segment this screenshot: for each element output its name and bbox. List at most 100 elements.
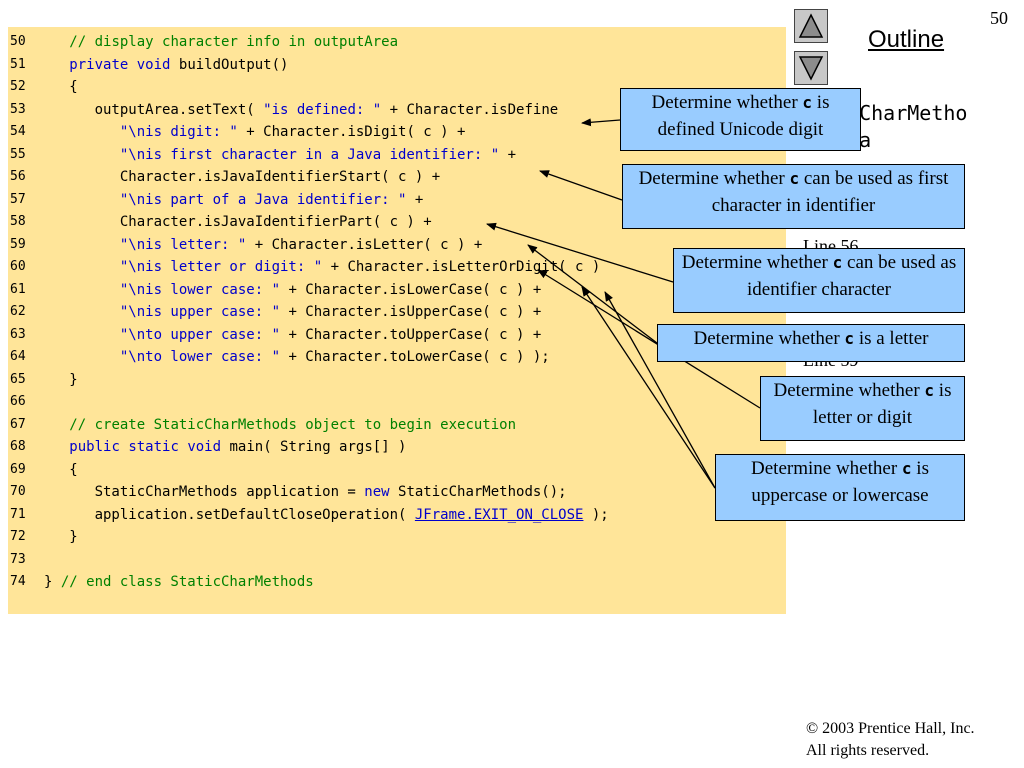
code-token: JFrame.EXIT_ON_CLOSE <box>414 506 584 523</box>
code-text: // create StaticCharMethods object to be… <box>44 414 516 436</box>
code-token: + Character.toLowerCase( c ) ); <box>280 349 550 365</box>
line-number: 55 <box>10 146 26 162</box>
code-token: private <box>69 56 129 73</box>
line-number: 68 <box>10 439 26 454</box>
code-text: "\nis upper case: " + Character.isUpperC… <box>44 301 541 323</box>
next-slide-button[interactable] <box>794 51 828 85</box>
code-token <box>44 259 120 275</box>
code-text: } <box>44 369 78 391</box>
code-token: StaticCharMethods(); <box>389 484 567 500</box>
code-text: "\nto lower case: " + Character.toLowerC… <box>44 346 550 368</box>
callout-var: c <box>789 169 800 188</box>
line-number: 58 <box>10 214 26 229</box>
line-number: 54 <box>10 124 26 139</box>
code-text: public static void main( String args[] ) <box>44 436 406 458</box>
code-token: + Character.isDefine <box>381 101 559 118</box>
line-number: 51 <box>10 56 26 72</box>
callout-var: c <box>802 93 813 112</box>
rights-text: All rights reserved. <box>806 742 930 759</box>
code-token: + Character.isDigit( c ) + <box>237 124 466 140</box>
line-number: 63 <box>10 326 26 342</box>
code-token: new <box>364 484 390 500</box>
callout-letter: Determine whether c is a letter <box>657 324 965 362</box>
code-token <box>44 147 120 163</box>
line-number: 65 <box>10 371 26 387</box>
callout-var: c <box>924 381 935 400</box>
code-token <box>44 327 120 343</box>
code-token: "is defined: " <box>263 101 382 118</box>
code-token: // create StaticCharMethods object to be… <box>69 416 517 433</box>
code-token: // display character info in outputArea <box>69 34 399 50</box>
code-token <box>44 34 69 50</box>
code-token: ); <box>583 506 609 523</box>
code-token: + Character.isUpperCase( c ) + <box>280 304 542 320</box>
code-token <box>44 417 69 433</box>
triangle-up-icon <box>798 13 824 38</box>
code-token <box>44 282 120 298</box>
code-text: "\nis lower case: " + Character.isLowerC… <box>44 279 541 301</box>
code-token: "\nto upper case: " <box>119 326 281 343</box>
code-text: } // end class StaticCharMethods <box>44 571 314 593</box>
code-token: + Character.isLetter( c ) + <box>246 236 483 253</box>
line-number: 59 <box>10 236 26 252</box>
code-token: Character.isJavaIdentifierStart( c ) + <box>44 169 441 185</box>
code-text: outputArea.setText( "is defined: " + Cha… <box>44 99 559 121</box>
code-text: private void buildOutput() <box>44 54 288 76</box>
code-token: } <box>44 529 78 545</box>
code-token: + Character.isLetterOrDigit( c ) <box>322 259 601 275</box>
code-token: void <box>187 439 222 455</box>
code-token: + <box>499 146 517 163</box>
code-token <box>44 57 69 73</box>
code-token: + Character.isLowerCase( c ) + <box>280 281 542 298</box>
code-token: buildOutput() <box>170 56 289 73</box>
code-token <box>44 304 120 320</box>
page-number: 50 <box>990 8 1008 28</box>
line-number: 74 <box>10 574 26 589</box>
code-token <box>128 57 136 73</box>
code-token: { <box>44 79 78 95</box>
code-token: "\nis digit: " <box>119 124 238 140</box>
triangle-down-icon <box>798 56 824 81</box>
code-token: "\nis lower case: " <box>119 281 281 298</box>
code-token: } <box>44 371 78 388</box>
code-token: outputArea.setText( <box>44 101 264 118</box>
code-text: "\nis letter or digit: " + Character.isL… <box>44 256 600 278</box>
line-number: 61 <box>10 281 26 297</box>
code-text: { <box>44 459 77 481</box>
code-text: StaticCharMethods application = new Stat… <box>44 481 567 503</box>
line-number: 56 <box>10 169 26 184</box>
code-text: } <box>44 526 78 548</box>
line-number: 71 <box>10 506 26 522</box>
code-token: + <box>406 191 424 208</box>
code-token: public <box>69 439 120 455</box>
line-number: 64 <box>10 349 26 364</box>
code-token: } <box>44 574 61 590</box>
code-token: Character.isJavaIdentifierPart( c ) + <box>44 214 432 230</box>
line-number: 70 <box>10 484 26 499</box>
code-text: Character.isJavaIdentifierStart( c ) + <box>44 166 440 188</box>
code-token <box>44 439 69 455</box>
code-text: "\nis first character in a Java identifi… <box>44 144 516 166</box>
outline-title[interactable]: Outline <box>868 26 945 53</box>
previous-slide-button[interactable] <box>794 9 828 43</box>
code-token: application.setDefaultCloseOperation( <box>44 506 415 523</box>
code-text: "\nis part of a Java identifier: " + <box>44 189 423 211</box>
line-number: 50 <box>10 34 26 49</box>
line-number: 52 <box>10 79 26 94</box>
code-token: "\nto lower case: " <box>119 349 281 365</box>
code-token: "\nis letter or digit: " <box>119 259 323 275</box>
code-token: StaticCharMethods application = <box>44 484 365 500</box>
copyright-text: © 2003 Prentice Hall, Inc. <box>806 720 975 737</box>
code-text: "\nis letter: " + Character.isLetter( c … <box>44 234 482 256</box>
code-text: "\nto upper case: " + Character.toUpperC… <box>44 324 541 346</box>
line-number: 73 <box>10 551 26 567</box>
callout-identifier-character: Determine whether c can be used as ident… <box>673 248 965 313</box>
code-token: // end class StaticCharMethods <box>60 574 314 590</box>
code-text: // display character info in outputArea <box>44 31 398 53</box>
line-number: 72 <box>10 529 26 544</box>
callout-upper-lower: Determine whether c is uppercase or lowe… <box>715 454 965 521</box>
line-number: 60 <box>10 259 26 274</box>
code-token: + Character.toUpperCase( c ) + <box>280 326 542 343</box>
code-text: { <box>44 76 78 98</box>
code-token: main( String args[] ) <box>221 439 407 455</box>
